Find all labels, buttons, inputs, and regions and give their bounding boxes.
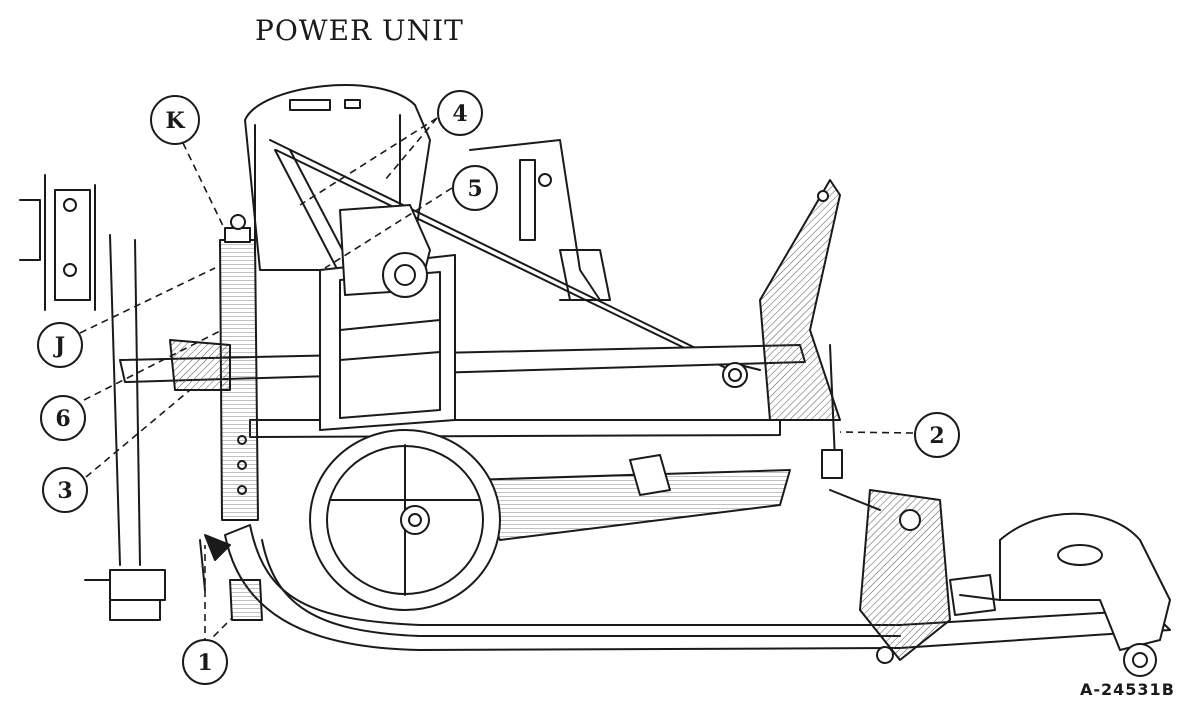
callout-5-label: 5 <box>467 176 482 202</box>
callout-k-label: K <box>165 108 185 134</box>
callout-2-circle <box>914 412 960 458</box>
callout-4-label: 4 <box>452 101 467 127</box>
callout-4-circle <box>437 90 483 136</box>
callout-5-circle <box>452 165 498 211</box>
callout-6-label: 6 <box>55 406 70 432</box>
callout-1-label: 1 <box>197 650 212 676</box>
callout-3-label: 3 <box>57 478 72 504</box>
diagram-title: POWER UNIT <box>255 14 464 47</box>
callout-k-circle <box>150 95 200 145</box>
figure-id: A-24531B <box>1080 680 1175 699</box>
callout-j-circle <box>37 322 83 368</box>
callout-2-label: 2 <box>929 423 944 449</box>
callout-3-circle <box>42 467 88 513</box>
callout-6-circle <box>40 395 86 441</box>
callout-j-label: J <box>53 333 65 359</box>
callout-1-circle <box>182 639 228 685</box>
